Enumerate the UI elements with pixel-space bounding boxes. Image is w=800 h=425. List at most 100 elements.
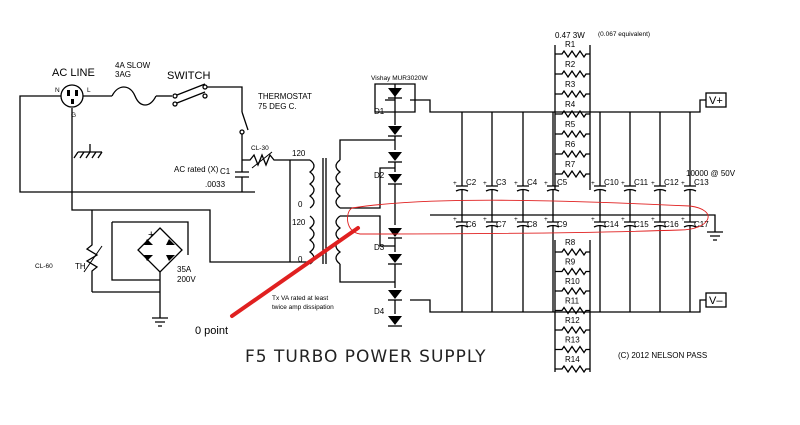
tx-note-line1: Tx VA rated at least — [272, 295, 328, 302]
capacitor-plus: + — [483, 216, 487, 223]
fuse-icon — [111, 86, 157, 106]
capacitor-label: C3 — [496, 178, 507, 187]
resistor-label: R4 — [565, 100, 576, 109]
capacitor-plus: + — [514, 180, 518, 187]
resistor-label: R9 — [565, 258, 576, 267]
capacitor-plus: + — [544, 216, 548, 223]
capacitor-c12: +C12 — [651, 112, 679, 215]
ground-rail — [430, 214, 716, 232]
bridge-plus: + — [148, 229, 154, 241]
resistor-r10: R10 — [555, 277, 590, 296]
capacitor-c15: + C15 — [621, 215, 649, 312]
ac-rated-label: AC rated (X) — [174, 165, 219, 174]
diagram-title: F5 TURBO POWER SUPPLY — [245, 347, 487, 367]
resistor-label: R3 — [565, 80, 576, 89]
vminus-label: V– — [709, 295, 723, 307]
diode-part-label: Vishay MUR3020W — [371, 75, 428, 82]
c1-value: .0033 — [205, 180, 226, 189]
capacitor-label: C10 — [604, 178, 619, 187]
tx-note-line2: twice amp dissipation — [272, 304, 334, 311]
resistor-label: R6 — [565, 140, 576, 149]
capacitor-c16: +C16 — [651, 215, 679, 312]
resistor-label: R12 — [565, 316, 580, 325]
resistor-value: 0.47 3W — [555, 31, 585, 40]
capacitor-plus: + — [591, 216, 595, 223]
capacitor-label: C15 — [634, 220, 649, 229]
capacitor-label: C8 — [527, 220, 538, 229]
capacitor-label: C14 — [604, 220, 619, 229]
resistor-equivalent: (0.067 equivalent) — [598, 31, 650, 38]
capacitor-plus: + — [651, 180, 655, 187]
capacitor-plus: + — [591, 180, 595, 187]
diode-label-4: D4 — [374, 307, 385, 316]
vplus-rail — [410, 99, 706, 113]
capacitor-plus: + — [621, 180, 625, 187]
resistor-label: R1 — [565, 40, 576, 49]
capacitor-label: C6 — [466, 220, 477, 229]
chassis-ground-icon — [152, 317, 168, 327]
resistor-r4: R4 — [555, 100, 590, 119]
capacitor-label: C5 — [557, 178, 568, 187]
resistor-label: R10 — [565, 277, 580, 286]
capacitor-plus: + — [621, 216, 625, 223]
bridge-voltage: 200V — [177, 275, 196, 284]
capacitor-plus: + — [453, 216, 457, 223]
resistor-r13: R13 — [555, 336, 590, 354]
line-label: L — [87, 87, 91, 94]
zero-point-arrow — [230, 226, 360, 318]
resistor-label: R14 — [565, 355, 580, 364]
thermostat-temp: 75 DEG C. — [258, 102, 297, 111]
thermostat-switch-icon — [239, 111, 249, 135]
capacitor-c6: + C6 — [453, 215, 477, 312]
ac-line-label: AC LINE — [52, 67, 95, 79]
diode-bridge — [364, 83, 416, 327]
vplus-terminal — [705, 92, 727, 108]
capacitor-plus: + — [681, 216, 685, 223]
capacitor-c3: +C3 — [483, 112, 507, 215]
capacitor-label: C2 — [466, 178, 477, 187]
resistor-r1: R1 — [555, 40, 590, 59]
capacitor-plus: + — [651, 216, 655, 223]
capacitor-c14: + C14 — [591, 215, 619, 312]
resistor-r8: R8 — [555, 238, 590, 257]
diode-label-2: D2 — [374, 171, 385, 180]
capacitor-label: C17 — [694, 220, 709, 229]
top-capacitor-bank: +C2+C3+C4+C5+C10+C11+C12+C13 — [453, 112, 709, 215]
output-ground-icon — [707, 231, 723, 241]
bottom-capacitor-bank: +C6+C7+C8+C9+C14+C15+C16+C17 — [453, 215, 709, 312]
capacitor-label: C7 — [496, 220, 507, 229]
capacitor-plus: + — [544, 180, 548, 187]
resistor-r7: R7 — [555, 160, 590, 179]
c1-label: C1 — [220, 167, 231, 176]
diode-label-1: D1 — [374, 107, 385, 116]
zero-point-label: 0 point — [195, 325, 228, 337]
resistor-label: R8 — [565, 238, 576, 247]
bridge-current: 35A — [177, 265, 192, 274]
capacitor-c13: + C13 — [681, 112, 709, 215]
cl30-thermistor-icon — [242, 151, 290, 169]
resistor-label: R2 — [565, 60, 576, 69]
capacitor-label: C13 — [694, 178, 709, 187]
capacitor-plus: + — [681, 180, 685, 187]
ground-label: G — [71, 112, 76, 119]
capacitor-c11: + C11 — [621, 112, 649, 215]
capacitor-c2: + C2 — [453, 112, 477, 215]
bridge-rectifier-icon — [137, 227, 183, 273]
capacitor-plus: + — [453, 180, 457, 187]
copyright-label: (C) 2012 NELSON PASS — [618, 351, 707, 360]
c1-capacitor-icon — [235, 160, 249, 192]
th-thermistor-icon — [83, 235, 103, 292]
resistor-label: R5 — [565, 120, 576, 129]
switch-icon — [172, 83, 208, 107]
fuse-type: 3AG — [115, 70, 131, 79]
capacitor-label: C11 — [634, 178, 649, 187]
capacitor-label: C9 — [557, 220, 568, 229]
resistor-r9: R9 — [555, 258, 590, 276]
resistor-label: R11 — [565, 297, 580, 306]
resistor-label: R7 — [565, 160, 576, 169]
capacitor-c10: + C10 — [591, 112, 619, 215]
th-label: TH — [75, 262, 86, 271]
primary-120-top: 120 — [292, 149, 306, 158]
